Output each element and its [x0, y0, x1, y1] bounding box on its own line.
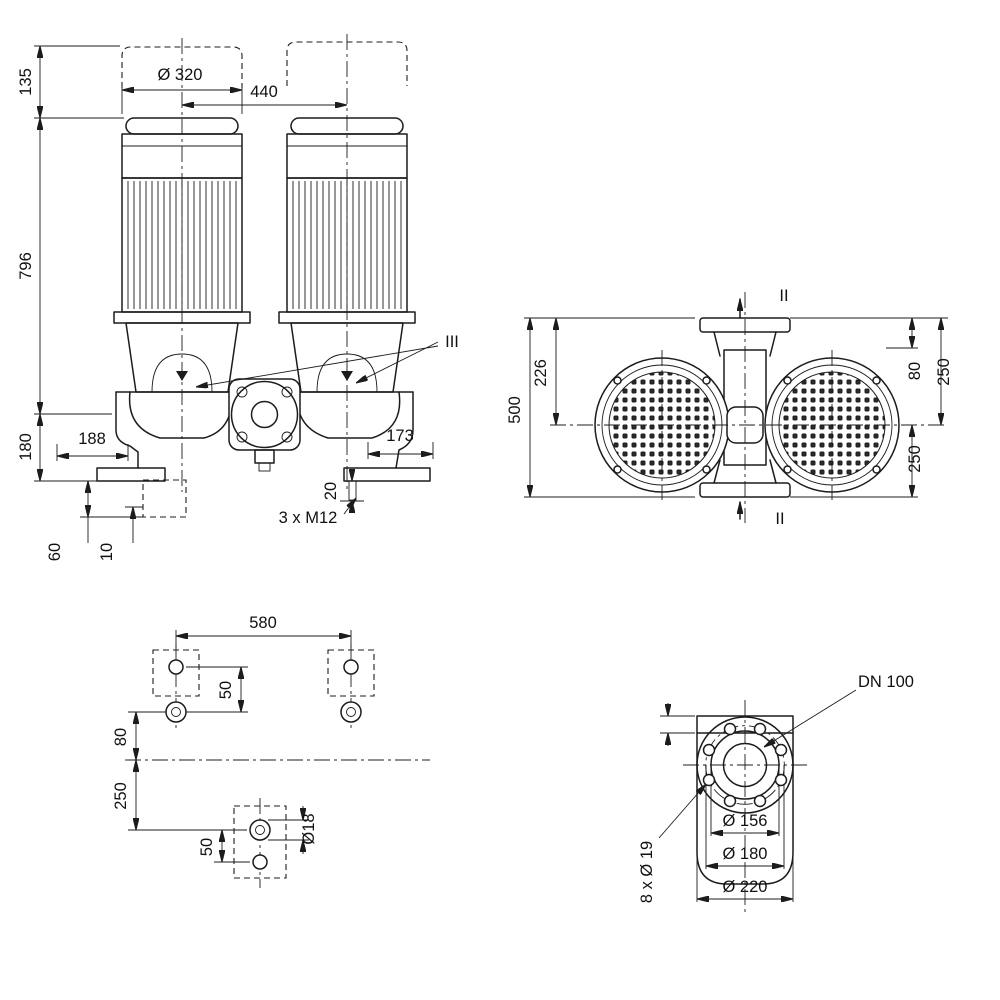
flange-neck — [696, 715, 794, 885]
dim-label-20: 20 — [322, 482, 340, 500]
dim-label-173: 173 — [386, 427, 414, 445]
dim-label-dia180: Ø 180 — [723, 845, 768, 863]
dim-label-10: 10 — [98, 543, 116, 561]
dim-label-500: 500 — [506, 396, 524, 424]
dim-label-180: 180 — [17, 433, 35, 461]
section-label-II-bottom: II — [775, 510, 784, 528]
dim-label-580: 580 — [249, 614, 277, 632]
label-dn100: DN 100 — [858, 673, 914, 691]
seal-marker — [176, 371, 188, 381]
front-view: 135 796 180 Ø 320 440 188 173 20 3 x M12… — [17, 34, 459, 561]
dim-label-dia156: Ø 156 — [723, 812, 768, 830]
dismantling-space-right — [286, 41, 408, 86]
section-label-II-top: II — [779, 287, 788, 305]
anchor-hole-left — [165, 701, 187, 723]
foundation-plan-view: 580 50 80 250 50 Ø18 — [112, 614, 430, 888]
dim-label-250-upper: 250 — [935, 358, 953, 386]
foot-pad-right — [327, 649, 375, 697]
hole-small-left — [168, 659, 184, 675]
drain-plug — [254, 449, 275, 464]
dim-label-dia320: Ø 320 — [158, 66, 203, 84]
dim-label-440: 440 — [250, 83, 278, 101]
dim-label-3xM12: 3 x M12 — [279, 509, 338, 527]
hole-small-right — [343, 659, 359, 675]
dismantling-space-left — [121, 46, 243, 88]
dim-label-80-top: 80 — [906, 362, 924, 380]
dim-label-80-foundation: 80 — [112, 728, 130, 746]
dim-label-50-top: 50 — [217, 681, 235, 699]
dim-label-135: 135 — [17, 68, 35, 96]
hole-small-bottom — [252, 854, 268, 870]
dim-label-dia18: Ø18 — [300, 813, 318, 844]
dim-label-250-foundation: 250 — [112, 782, 130, 810]
dim-label-8xdia19: 8 x Ø 19 — [638, 841, 656, 903]
base-foot-right — [343, 467, 431, 482]
dim-label-dia220: Ø 220 — [723, 878, 768, 896]
foundation-pad — [142, 479, 187, 518]
anchor-bolt — [348, 480, 357, 501]
flange-detail-view: DN 100 Ø 156 Ø 180 Ø 220 8 x Ø 19 — [638, 673, 914, 915]
volute-right — [296, 391, 401, 439]
top-view: 500 226 80 250 250 II II — [506, 287, 953, 528]
anchor-hole-right — [340, 701, 362, 723]
dim-label-250-lower: 250 — [906, 445, 924, 473]
dim-label-50-bottom: 50 — [198, 838, 216, 856]
section-label-III: III — [445, 333, 459, 351]
anchor-hole-bottom — [249, 819, 271, 841]
volute-left — [128, 391, 233, 439]
suction-flange-front — [228, 378, 301, 451]
foot-pad-left — [152, 649, 200, 697]
base-foot-left — [96, 467, 166, 482]
motor-unit-right — [278, 117, 416, 393]
dim-label-226: 226 — [532, 359, 550, 387]
dim-label-188: 188 — [78, 430, 106, 448]
foot-pad-bottom — [233, 805, 287, 879]
top-view-dimensions — [524, 317, 948, 498]
dim-label-796: 796 — [17, 252, 35, 280]
flange-bolt-holes — [702, 722, 788, 808]
dim-label-60: 60 — [46, 543, 64, 561]
pump-casing — [96, 378, 431, 501]
motor-fins — [127, 181, 237, 309]
front-dimensions — [34, 45, 439, 543]
